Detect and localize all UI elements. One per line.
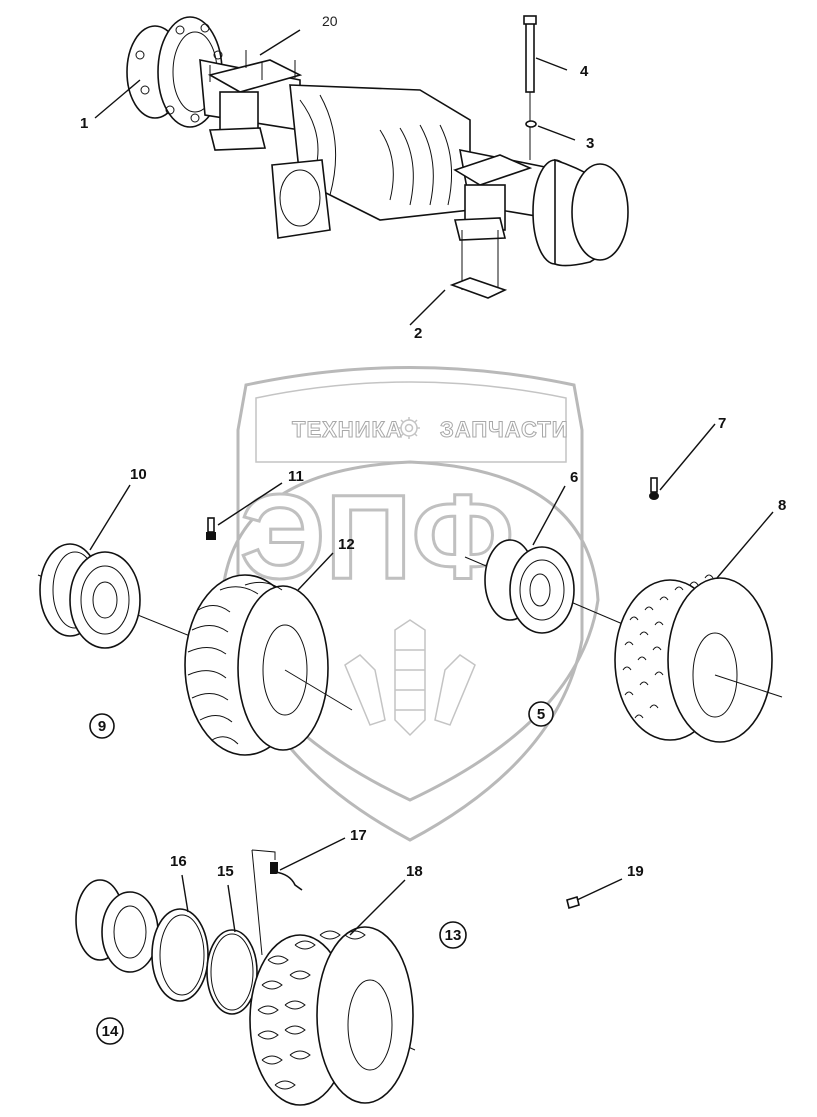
callout-6: 6	[570, 469, 578, 486]
assembly-marker-13: 13	[439, 921, 467, 949]
watermark-logo-letters: ЭПФ	[240, 470, 514, 604]
tire-8[interactable]	[614, 574, 783, 743]
assembly-marker-5: 5	[528, 701, 554, 727]
lock-ring-16[interactable]	[151, 908, 209, 1002]
tire-18[interactable]	[249, 926, 414, 1106]
wheel-rim-6[interactable]	[464, 539, 626, 634]
gear-icon	[398, 417, 420, 439]
callout-11: 11	[288, 468, 304, 485]
callout-15: 15	[217, 863, 234, 880]
watermark-text-right: ЗАПЧАСТИ	[440, 417, 569, 442]
watermark-circle	[220, 460, 600, 802]
wheel-rim-10[interactable]	[37, 543, 201, 649]
svg-text:14: 14	[102, 1023, 119, 1040]
callout-2: 2	[414, 325, 422, 342]
callout-18: 18	[406, 863, 423, 880]
watermark: ТЕХНИКА ЗАПЧАСТИ ЭПФ	[220, 366, 600, 842]
tire-12[interactable]	[184, 574, 353, 756]
callout-4: 4	[580, 63, 589, 80]
svg-text:5: 5	[537, 706, 545, 723]
assembly-marker-14: 14	[96, 1017, 124, 1045]
watermark-banner	[255, 381, 567, 463]
callout-3: 3	[586, 135, 594, 152]
callout-17: 17	[350, 827, 367, 844]
callout-20: 20	[322, 13, 338, 29]
valve-stem-7[interactable]	[649, 477, 659, 500]
callout-1: 1	[80, 115, 88, 132]
svg-text:13: 13	[445, 927, 462, 944]
callout-7: 7	[718, 415, 726, 432]
assembly-marker-9: 9	[89, 713, 115, 739]
wheel-rim-14[interactable]	[75, 879, 416, 1051]
callout-labels: 1 2 3 4 6 7 8 10 11 12 15 16 17 18 19 20	[80, 13, 786, 880]
watermark-text-left: ТЕХНИКА	[292, 417, 403, 442]
callout-16: 16	[170, 853, 187, 870]
callout-19: 19	[627, 863, 644, 880]
svg-text:9: 9	[98, 718, 106, 735]
o-ring-15[interactable]	[206, 929, 258, 1015]
part-19[interactable]	[566, 895, 580, 910]
leader-lines	[89, 29, 774, 936]
valve-stem-11[interactable]	[206, 517, 216, 540]
axle-assembly[interactable]	[126, 15, 629, 299]
callout-10: 10	[130, 466, 147, 483]
assembly-markers: 5 9 13 14	[89, 701, 554, 1045]
callout-8: 8	[778, 497, 786, 514]
angled-valve-17[interactable]	[251, 849, 303, 956]
callout-12: 12	[338, 536, 355, 553]
watermark-wheat	[344, 619, 476, 737]
